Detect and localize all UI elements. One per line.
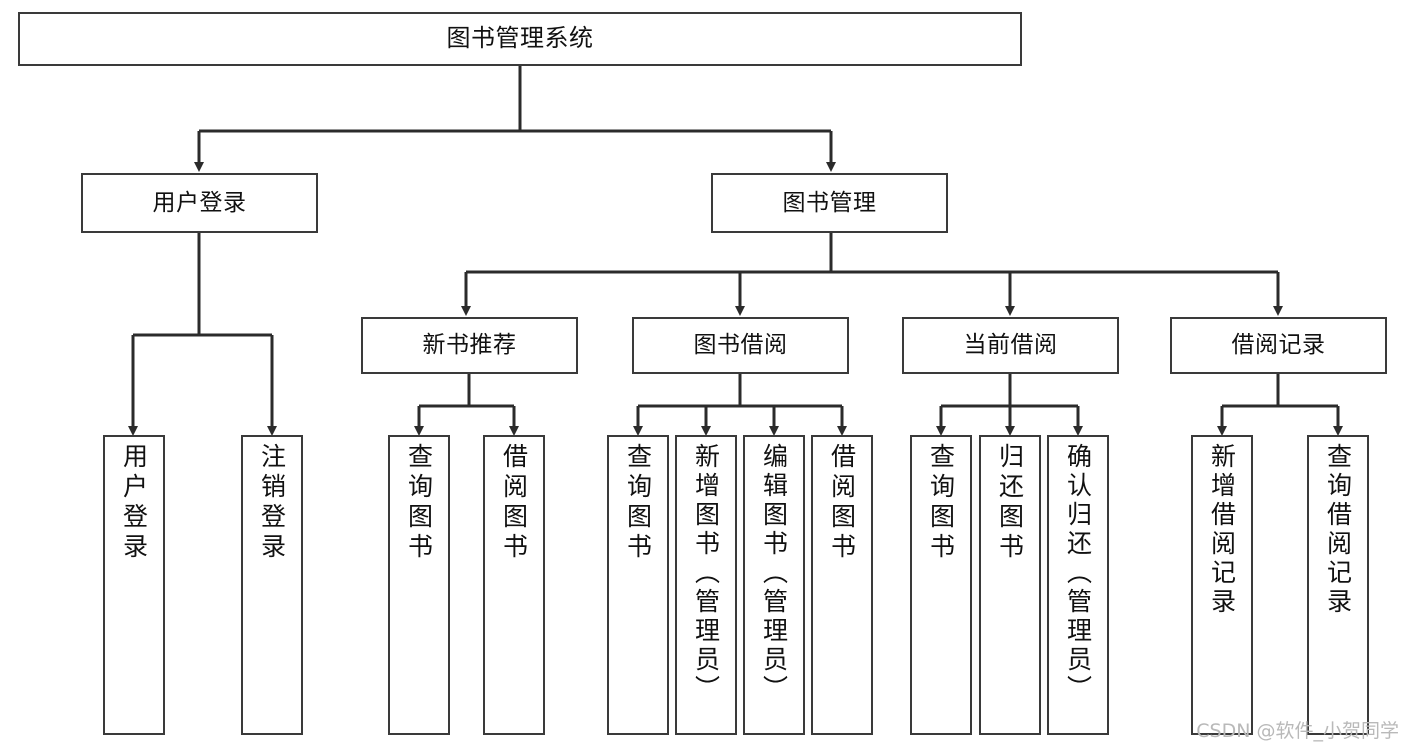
leaf-query-borrow-record-label: 查询借阅记录 xyxy=(1323,443,1353,617)
leaf-query-book-current[interactable]: 查询图书 xyxy=(910,435,972,735)
leaf-user-login-label: 用户登录 xyxy=(119,443,149,563)
leaf-borrow-book-borrow-label: 借阅图书 xyxy=(827,443,857,563)
leaf-user-login[interactable]: 用户登录 xyxy=(103,435,165,735)
leaf-add-borrow-record[interactable]: 新增借阅记录 xyxy=(1191,435,1253,735)
leaf-confirm-return-admin[interactable]: 确认归还（管理员） xyxy=(1047,435,1109,735)
leaf-add-borrow-record-label: 新增借阅记录 xyxy=(1207,443,1237,617)
node-borrow-record-label: 借阅记录 xyxy=(1231,332,1326,359)
node-book-management[interactable]: 图书管理 xyxy=(711,173,948,233)
leaf-logout[interactable]: 注销登录 xyxy=(241,435,303,735)
node-user-login[interactable]: 用户登录 xyxy=(81,173,318,233)
leaf-query-borrow-record[interactable]: 查询借阅记录 xyxy=(1307,435,1369,735)
leaf-query-book-rec-label: 查询图书 xyxy=(404,443,434,563)
leaf-query-book-current-label: 查询图书 xyxy=(926,443,956,563)
node-root[interactable]: 图书管理系统 xyxy=(18,12,1022,66)
leaf-borrow-book-rec[interactable]: 借阅图书 xyxy=(483,435,545,735)
leaf-logout-label: 注销登录 xyxy=(257,443,287,563)
leaf-query-book-borrow[interactable]: 查询图书 xyxy=(607,435,669,735)
node-root-label: 图书管理系统 xyxy=(446,24,594,53)
node-user-login-label: 用户登录 xyxy=(152,189,247,216)
leaf-add-book-admin[interactable]: 新增图书（管理员） xyxy=(675,435,737,735)
leaf-query-book-borrow-label: 查询图书 xyxy=(623,443,653,563)
node-book-borrow[interactable]: 图书借阅 xyxy=(632,317,849,374)
leaf-edit-book-admin-label: 编辑图书（管理员） xyxy=(759,443,789,704)
leaf-confirm-return-admin-label: 确认归还（管理员） xyxy=(1063,443,1093,704)
node-new-book-recommend[interactable]: 新书推荐 xyxy=(361,317,578,374)
node-borrow-record[interactable]: 借阅记录 xyxy=(1170,317,1387,374)
leaf-query-book-rec[interactable]: 查询图书 xyxy=(388,435,450,735)
node-book-borrow-label: 图书借阅 xyxy=(693,332,788,359)
watermark: CSDN @软件_小贺同学 xyxy=(1196,720,1399,742)
leaf-borrow-book-rec-label: 借阅图书 xyxy=(499,443,529,563)
leaf-return-book-label: 归还图书 xyxy=(995,443,1025,563)
node-current-borrow[interactable]: 当前借阅 xyxy=(902,317,1119,374)
node-current-borrow-label: 当前借阅 xyxy=(963,332,1058,359)
leaf-borrow-book-borrow[interactable]: 借阅图书 xyxy=(811,435,873,735)
leaf-add-book-admin-label: 新增图书（管理员） xyxy=(691,443,721,704)
leaf-return-book[interactable]: 归还图书 xyxy=(979,435,1041,735)
leaf-edit-book-admin[interactable]: 编辑图书（管理员） xyxy=(743,435,805,735)
node-book-management-label: 图书管理 xyxy=(782,189,877,216)
node-new-book-recommend-label: 新书推荐 xyxy=(422,332,517,359)
